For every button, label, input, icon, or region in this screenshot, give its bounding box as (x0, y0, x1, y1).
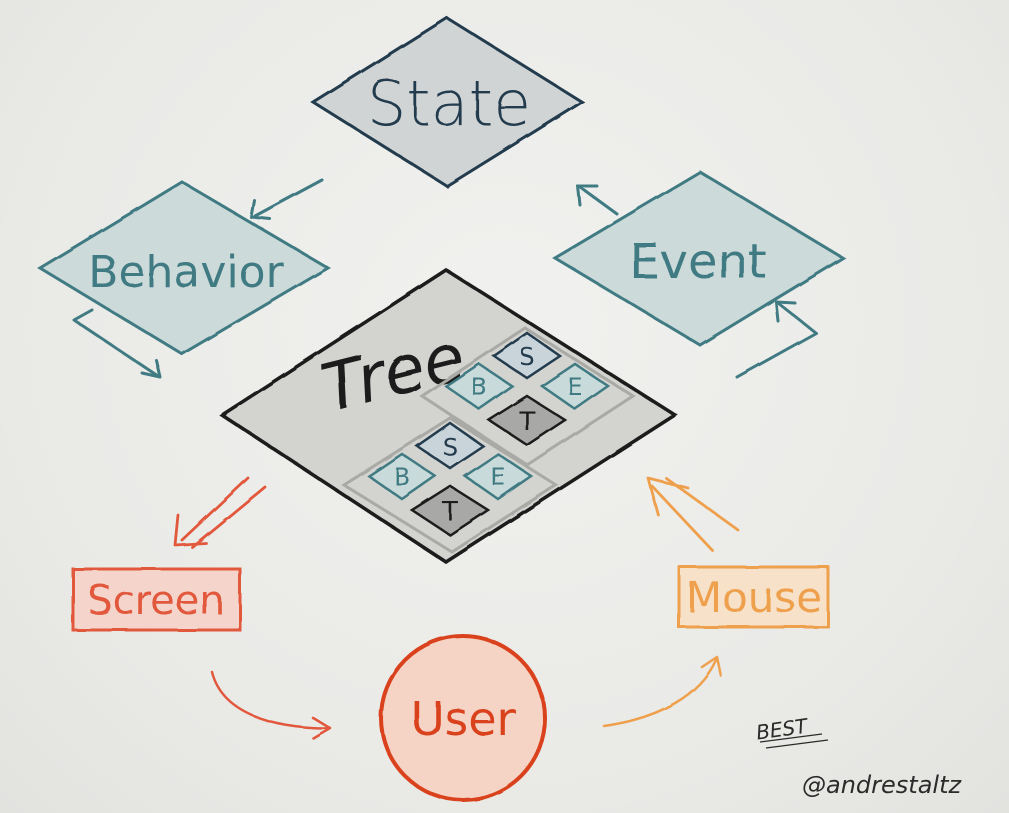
screen-label: Screen (87, 578, 225, 624)
mini-tree-letter: T (441, 497, 458, 527)
behavior-label: Behavior (88, 247, 284, 298)
mini-tree-letter: T (518, 407, 535, 437)
mini-tree-bottom-frame (341, 416, 559, 554)
user-label: User (411, 692, 516, 746)
screen-node: Screen (71, 567, 242, 632)
author-handle: @andrestaltz (802, 771, 962, 799)
state-label: State (367, 67, 531, 140)
mini-behavior-cell (443, 362, 515, 411)
mouse-label: Mouse (686, 573, 822, 622)
mini-tree-bottom: S B E T (341, 416, 559, 554)
mini-behavior-letter: B (471, 373, 487, 401)
tree-diamond (218, 267, 679, 565)
mini-behavior-letter: B (394, 463, 410, 491)
mini-event-letter: E (490, 463, 505, 491)
arrow-event-to-state (576, 184, 619, 216)
mini-state-cell (414, 421, 486, 470)
state-diamond (310, 16, 585, 188)
mini-tree-cell (409, 484, 491, 537)
mini-tree-top: S B E T (419, 326, 636, 467)
mini-event-cell (462, 452, 534, 501)
mini-state-letter: S (519, 343, 534, 371)
mini-state-cell (491, 331, 563, 380)
arrow-screen-to-user (210, 670, 332, 740)
arrow-event-self-loop (735, 300, 818, 379)
event-label: Event (629, 234, 767, 290)
mini-state-letter: S (442, 433, 457, 461)
user-node: User (379, 634, 547, 802)
arrow-state-to-behavior (249, 178, 324, 221)
tree-node: Tree S B E T S B E T (218, 267, 679, 565)
mini-event-cell (539, 362, 611, 411)
best-underline (759, 733, 829, 749)
user-circle (379, 634, 547, 802)
arrow-behavior-self-loop (72, 308, 162, 379)
best-mark: BEST (755, 713, 811, 744)
behavior-diamond (37, 180, 331, 356)
screen-box (71, 567, 242, 632)
event-diamond (552, 170, 846, 347)
behavior-node: Behavior (37, 180, 331, 356)
mouse-node: Mouse (677, 565, 830, 629)
mouse-box (677, 565, 830, 629)
mini-event-letter: E (567, 373, 582, 401)
arrow-mouse-to-tree (646, 476, 740, 552)
arrow-tree-to-screen (173, 476, 267, 549)
state-node: State (310, 16, 585, 188)
event-node: Event (552, 170, 846, 347)
arrow-user-to-mouse (602, 655, 723, 728)
signature: BEST @andrestaltz (755, 713, 963, 799)
mini-behavior-cell (366, 452, 438, 501)
mini-tree-cell (486, 394, 568, 447)
